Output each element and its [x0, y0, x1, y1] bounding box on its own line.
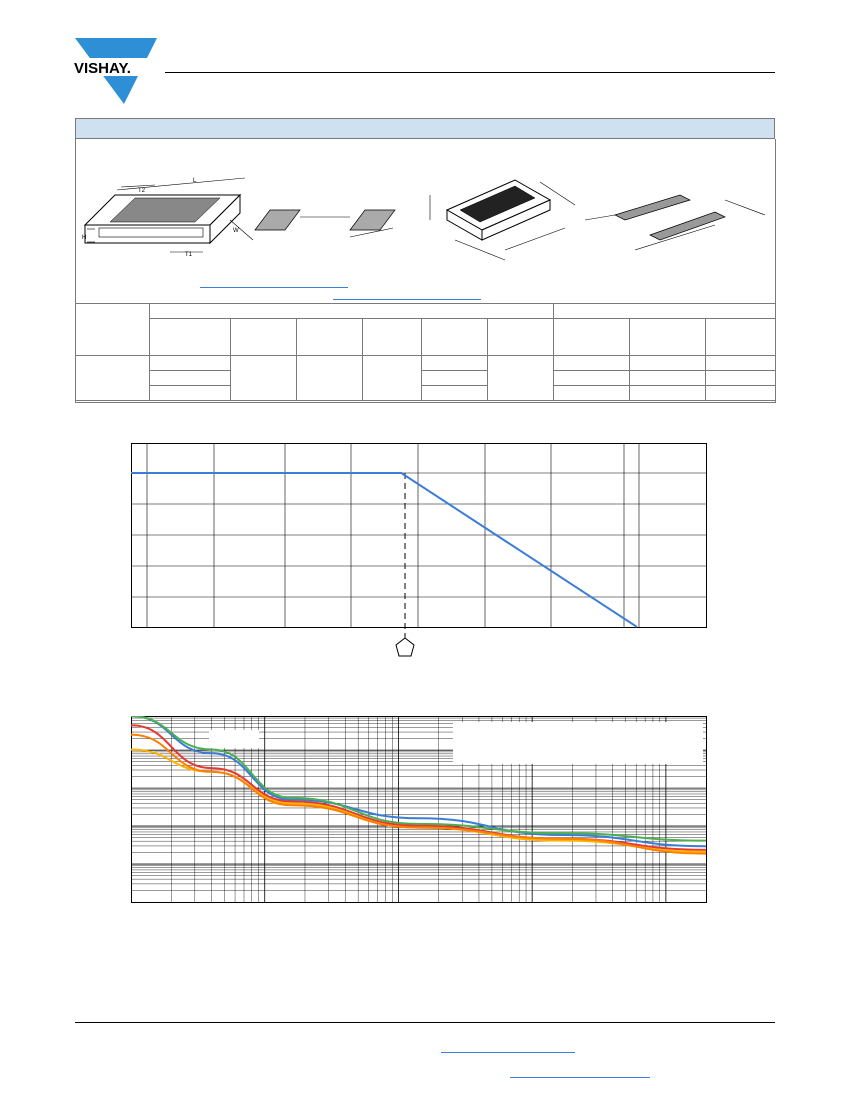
- dimensions-link-1[interactable]: [200, 287, 348, 288]
- strip-drawings: [584, 194, 766, 251]
- table-cell: [149, 355, 231, 371]
- width-label: W: [233, 228, 239, 234]
- chip-resistor-drawing: H L T2 W T1: [82, 177, 254, 258]
- noise-curve: [131, 716, 707, 848]
- t2-label: T2: [138, 188, 146, 194]
- logo-wordmark: VISHAY.: [74, 60, 131, 77]
- table-cell: [553, 370, 630, 386]
- table-cell: [705, 385, 776, 401]
- table-cell: [629, 370, 706, 386]
- vishay-logo: VISHAY.: [72, 36, 162, 108]
- table-header-cell: [149, 318, 231, 356]
- height-label: H: [82, 235, 86, 241]
- footer-rule: [75, 1022, 775, 1023]
- dimensions-section-header: [75, 118, 775, 139]
- dimensions-drawings: H L T2 W T1: [82, 177, 766, 261]
- table-cell: [629, 355, 706, 371]
- derating-marker-pentagon: [395, 637, 415, 657]
- table-header-cell: [553, 318, 630, 356]
- table-cell: [230, 355, 297, 401]
- table-cell: [421, 370, 488, 386]
- table-cell: [705, 355, 776, 371]
- derating-chart-frame: [131, 443, 707, 628]
- derating-curve: [131, 472, 638, 628]
- derating-lines: [131, 472, 638, 628]
- table-cell: [629, 385, 706, 401]
- table-cell: [553, 385, 630, 401]
- footer-link-2[interactable]: [510, 1077, 650, 1078]
- wraparound-drawing: [429, 179, 576, 261]
- termination-drawings: [254, 209, 396, 238]
- header-rule: [165, 72, 775, 73]
- dimensions-table: [75, 303, 776, 401]
- table-cell: [487, 355, 554, 401]
- table-header-cell: [421, 318, 488, 356]
- dimensions-link-2[interactable]: [333, 299, 481, 300]
- table-header-cell: [487, 318, 554, 356]
- table-cell: [421, 385, 488, 401]
- footer-link-1[interactable]: [441, 1052, 575, 1053]
- table-cell: [149, 385, 231, 401]
- table-cell: [705, 370, 776, 386]
- noise-chart: [131, 716, 707, 903]
- table-header-cell: [296, 318, 363, 356]
- noise-label-area: [209, 730, 259, 748]
- logo-graphic: VISHAY.: [72, 38, 162, 104]
- table-header-cell: [230, 318, 297, 356]
- derating-grid: [131, 443, 706, 627]
- table-header-cell: [705, 318, 776, 356]
- derating-chart: [131, 443, 707, 657]
- table-header-cell: [553, 303, 776, 319]
- dimensions-section-box: [75, 139, 776, 403]
- table-header-cell: [629, 318, 706, 356]
- noise-curve: [131, 716, 707, 842]
- table-cell: [149, 370, 231, 386]
- logo-band: [72, 58, 162, 76]
- length-label: L: [193, 178, 197, 184]
- noise-legend-area: [453, 722, 703, 764]
- table-header-cell: [149, 303, 554, 319]
- table-cell: [421, 355, 488, 371]
- table-header-cell: [362, 318, 422, 356]
- t1-label: T1: [185, 252, 193, 258]
- table-cell: [75, 355, 150, 401]
- table-cell: [553, 355, 630, 371]
- table-cell: [362, 355, 422, 401]
- table-header-cell: [75, 303, 150, 356]
- noise-lines: [131, 716, 707, 855]
- table-cell: [296, 355, 363, 401]
- noise-curve: [131, 733, 707, 855]
